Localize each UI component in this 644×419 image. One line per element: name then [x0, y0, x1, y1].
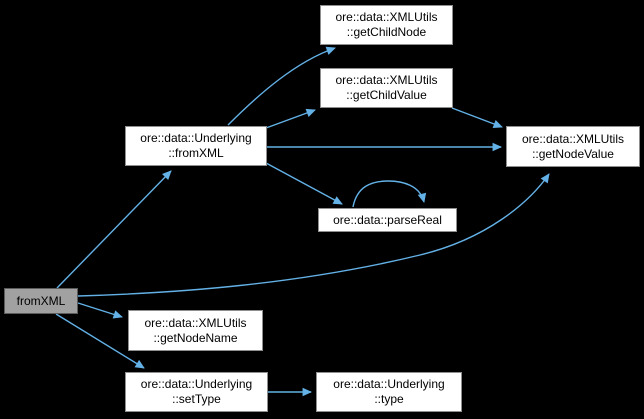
edge-parsereal-self-loop — [352, 180, 427, 208]
node-underlying-type-line1: ore::data::Underlying — [333, 377, 445, 391]
node-xmlutils-getchildvalue[interactable]: ore::data::XMLUtils ::getChildValue — [320, 68, 453, 108]
node-fromxml: fromXML — [4, 288, 78, 314]
node-xmlutils-getnodename-line2: ::getNodeName — [153, 330, 238, 345]
edge-fromxml-to-getnodevalue — [77, 173, 550, 297]
node-parsereal-label: ore::data::parseReal — [333, 212, 442, 227]
node-xmlutils-getnodevalue-line1: ore::data::XMLUtils — [521, 131, 625, 146]
node-xmlutils-getchildvalue-line2: ::getChildValue — [346, 88, 427, 102]
edge-fromxml-to-getnodename — [77, 302, 123, 319]
node-xmlutils-getchildnode-line2: ::getChildNode — [346, 25, 427, 39]
node-underlying-fromxml-line1: ore::data::Underlying — [140, 131, 252, 145]
edge-fromxml-to-settype — [55, 313, 145, 369]
node-xmlutils-getnodevalue-line2: ::getNodeValue — [532, 146, 614, 161]
node-parsereal[interactable]: ore::data::parseReal — [318, 208, 457, 232]
node-underlying-fromxml[interactable]: ore::data::Underlying ::fromXML — [125, 126, 267, 166]
node-xmlutils-getchildvalue-line1: ore::data::XMLUtils — [335, 73, 438, 87]
edge-underlying-fromxml-to-getchildvalue — [265, 108, 316, 129]
edge-underlying-fromxml-to-parsereal — [265, 162, 343, 205]
node-underlying-settype-line2: ::setType — [172, 392, 221, 406]
node-underlying-fromxml-line2: ::fromXML — [168, 146, 224, 160]
node-xmlutils-getchildnode[interactable]: ore::data::XMLUtils ::getChildNode — [320, 5, 453, 45]
edge-fromxml-to-underlying-fromxml — [56, 170, 172, 289]
node-xmlutils-getnodevalue[interactable]: ore::data::XMLUtils ::getNodeValue — [506, 126, 640, 167]
node-underlying-type[interactable]: ore::data::Underlying ::type — [316, 372, 462, 412]
edge-underlying-fromxml-to-getchildnode — [227, 46, 336, 126]
node-underlying-settype-line1: ore::data::Underlying — [140, 377, 253, 391]
node-xmlutils-getchildnode-line1: ore::data::XMLUtils — [335, 10, 438, 24]
edge-getchildvalue-to-getnodevalue — [451, 107, 503, 129]
node-underlying-type-line2: ::type — [374, 392, 404, 406]
node-underlying-settype[interactable]: ore::data::Underlying ::setType — [125, 372, 268, 412]
node-fromxml-label: fromXML — [16, 293, 66, 308]
node-xmlutils-getnodename[interactable]: ore::data::XMLUtils ::getNodeName — [128, 310, 263, 351]
node-xmlutils-getnodename-line1: ore::data::XMLUtils — [144, 315, 247, 330]
